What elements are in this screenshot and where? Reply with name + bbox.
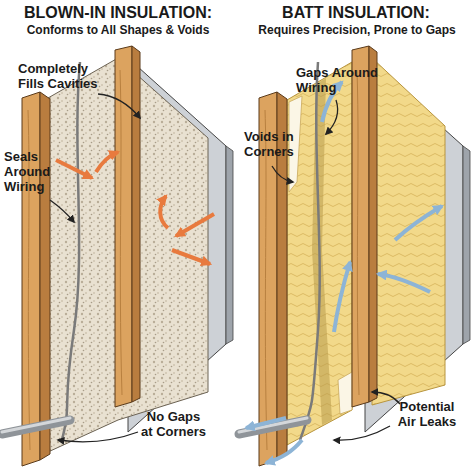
- callout-label: No Gaps at Corners: [140, 410, 207, 440]
- wood-grain: [120, 70, 122, 395]
- wood-stud: [369, 46, 377, 402]
- air-arrow: [56, 160, 92, 178]
- wood-stud: [352, 46, 369, 407]
- panel-subheading: Conforms to All Shapes & Voids: [2, 24, 234, 38]
- corner-void: [338, 372, 352, 414]
- panel-subheading: Requires Precision, Prone to Gaps: [240, 24, 474, 38]
- pipe-highlight: [239, 418, 307, 432]
- leader-line: [98, 94, 140, 118]
- callout-label: Seals Around Wiring: [4, 150, 56, 195]
- electrical-wire: [300, 62, 320, 440]
- air-leak-arrow: [266, 440, 302, 463]
- leader-line: [50, 200, 74, 222]
- drywall-edge: [463, 146, 470, 344]
- leader-line: [334, 426, 390, 440]
- pipe-highlight: [2, 418, 70, 432]
- air-leak-arrow: [378, 274, 430, 292]
- callout-label: Potential Air Leaks: [394, 400, 460, 430]
- callout-label: Completely Fills Cavities: [18, 62, 106, 92]
- leader-line: [58, 432, 138, 442]
- wood-grain: [357, 70, 359, 395]
- panel-heading: BATT INSULATION:: [240, 4, 472, 22]
- air-leak-arrow: [334, 262, 350, 332]
- batt-insulation: [372, 58, 445, 405]
- wood-stud: [132, 46, 140, 402]
- electrical-wire: [62, 62, 80, 440]
- air-arrow: [172, 250, 210, 264]
- callout-label: Gaps Around Wiring: [296, 66, 382, 96]
- air-leak-arrow: [246, 418, 286, 428]
- drywall-edge: [226, 146, 233, 344]
- leader-line: [272, 166, 293, 182]
- batt-insulation: [287, 62, 352, 445]
- wood-grain: [265, 110, 267, 450]
- callout-label: Voids in Corners: [244, 130, 302, 160]
- air-arrow: [96, 152, 118, 172]
- leader-line: [372, 392, 400, 404]
- pipe: [2, 420, 70, 434]
- drywall: [365, 58, 463, 432]
- air-leak-arrow: [395, 206, 442, 240]
- air-arrow: [176, 214, 214, 236]
- wood-stud: [40, 92, 50, 460]
- air-arrow: [160, 196, 168, 228]
- leader-line: [326, 100, 338, 134]
- wood-stud: [22, 92, 40, 466]
- panel-heading: BLOWN-IN INSULATION:: [2, 4, 234, 22]
